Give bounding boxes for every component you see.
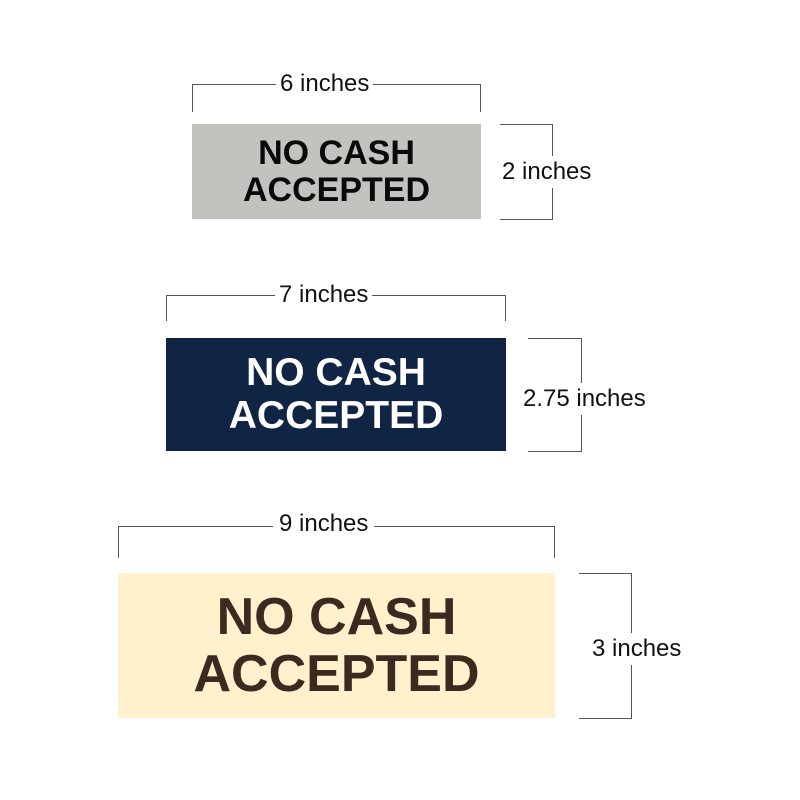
height-dimension-tick-bottom: [500, 219, 553, 220]
height-label: 2 inches: [498, 156, 596, 188]
height-dimension-tick-top: [528, 338, 582, 339]
width-dimension-tick-left: [118, 526, 119, 558]
height-dimension-tick-top: [500, 124, 553, 125]
width-dimension-tick-right: [505, 295, 506, 321]
height-dimension-tick-top: [579, 573, 632, 574]
sign-text-line2: ACCEPTED: [228, 393, 444, 437]
height-label: 3 inches: [588, 633, 686, 665]
width-dimension-tick-left: [192, 84, 193, 112]
width-label: 9 inches: [273, 510, 375, 538]
width-dimension-tick-right: [480, 84, 481, 112]
width-label: 7 inches: [275, 281, 373, 309]
sign-text-line2: ACCEPTED: [242, 170, 431, 209]
width-dimension-tick-right: [554, 526, 555, 558]
height-dimension-tick-bottom: [528, 451, 582, 452]
sign-plate: NO CASH ACCEPTED: [166, 338, 506, 451]
sign-text-line2: ACCEPTED: [193, 644, 480, 703]
width-dimension-tick-left: [166, 295, 167, 321]
sign-plate: NO CASH ACCEPTED: [118, 573, 555, 718]
sign-text-line1: NO CASH: [258, 133, 415, 172]
height-dimension-tick-bottom: [579, 718, 632, 719]
sign-plate: NO CASH ACCEPTED: [192, 124, 481, 219]
height-label: 2.75 inches: [519, 383, 650, 415]
sign-text-line1: NO CASH: [216, 588, 457, 647]
sign-text-line1: NO CASH: [246, 351, 426, 395]
width-label: 6 inches: [276, 70, 374, 98]
